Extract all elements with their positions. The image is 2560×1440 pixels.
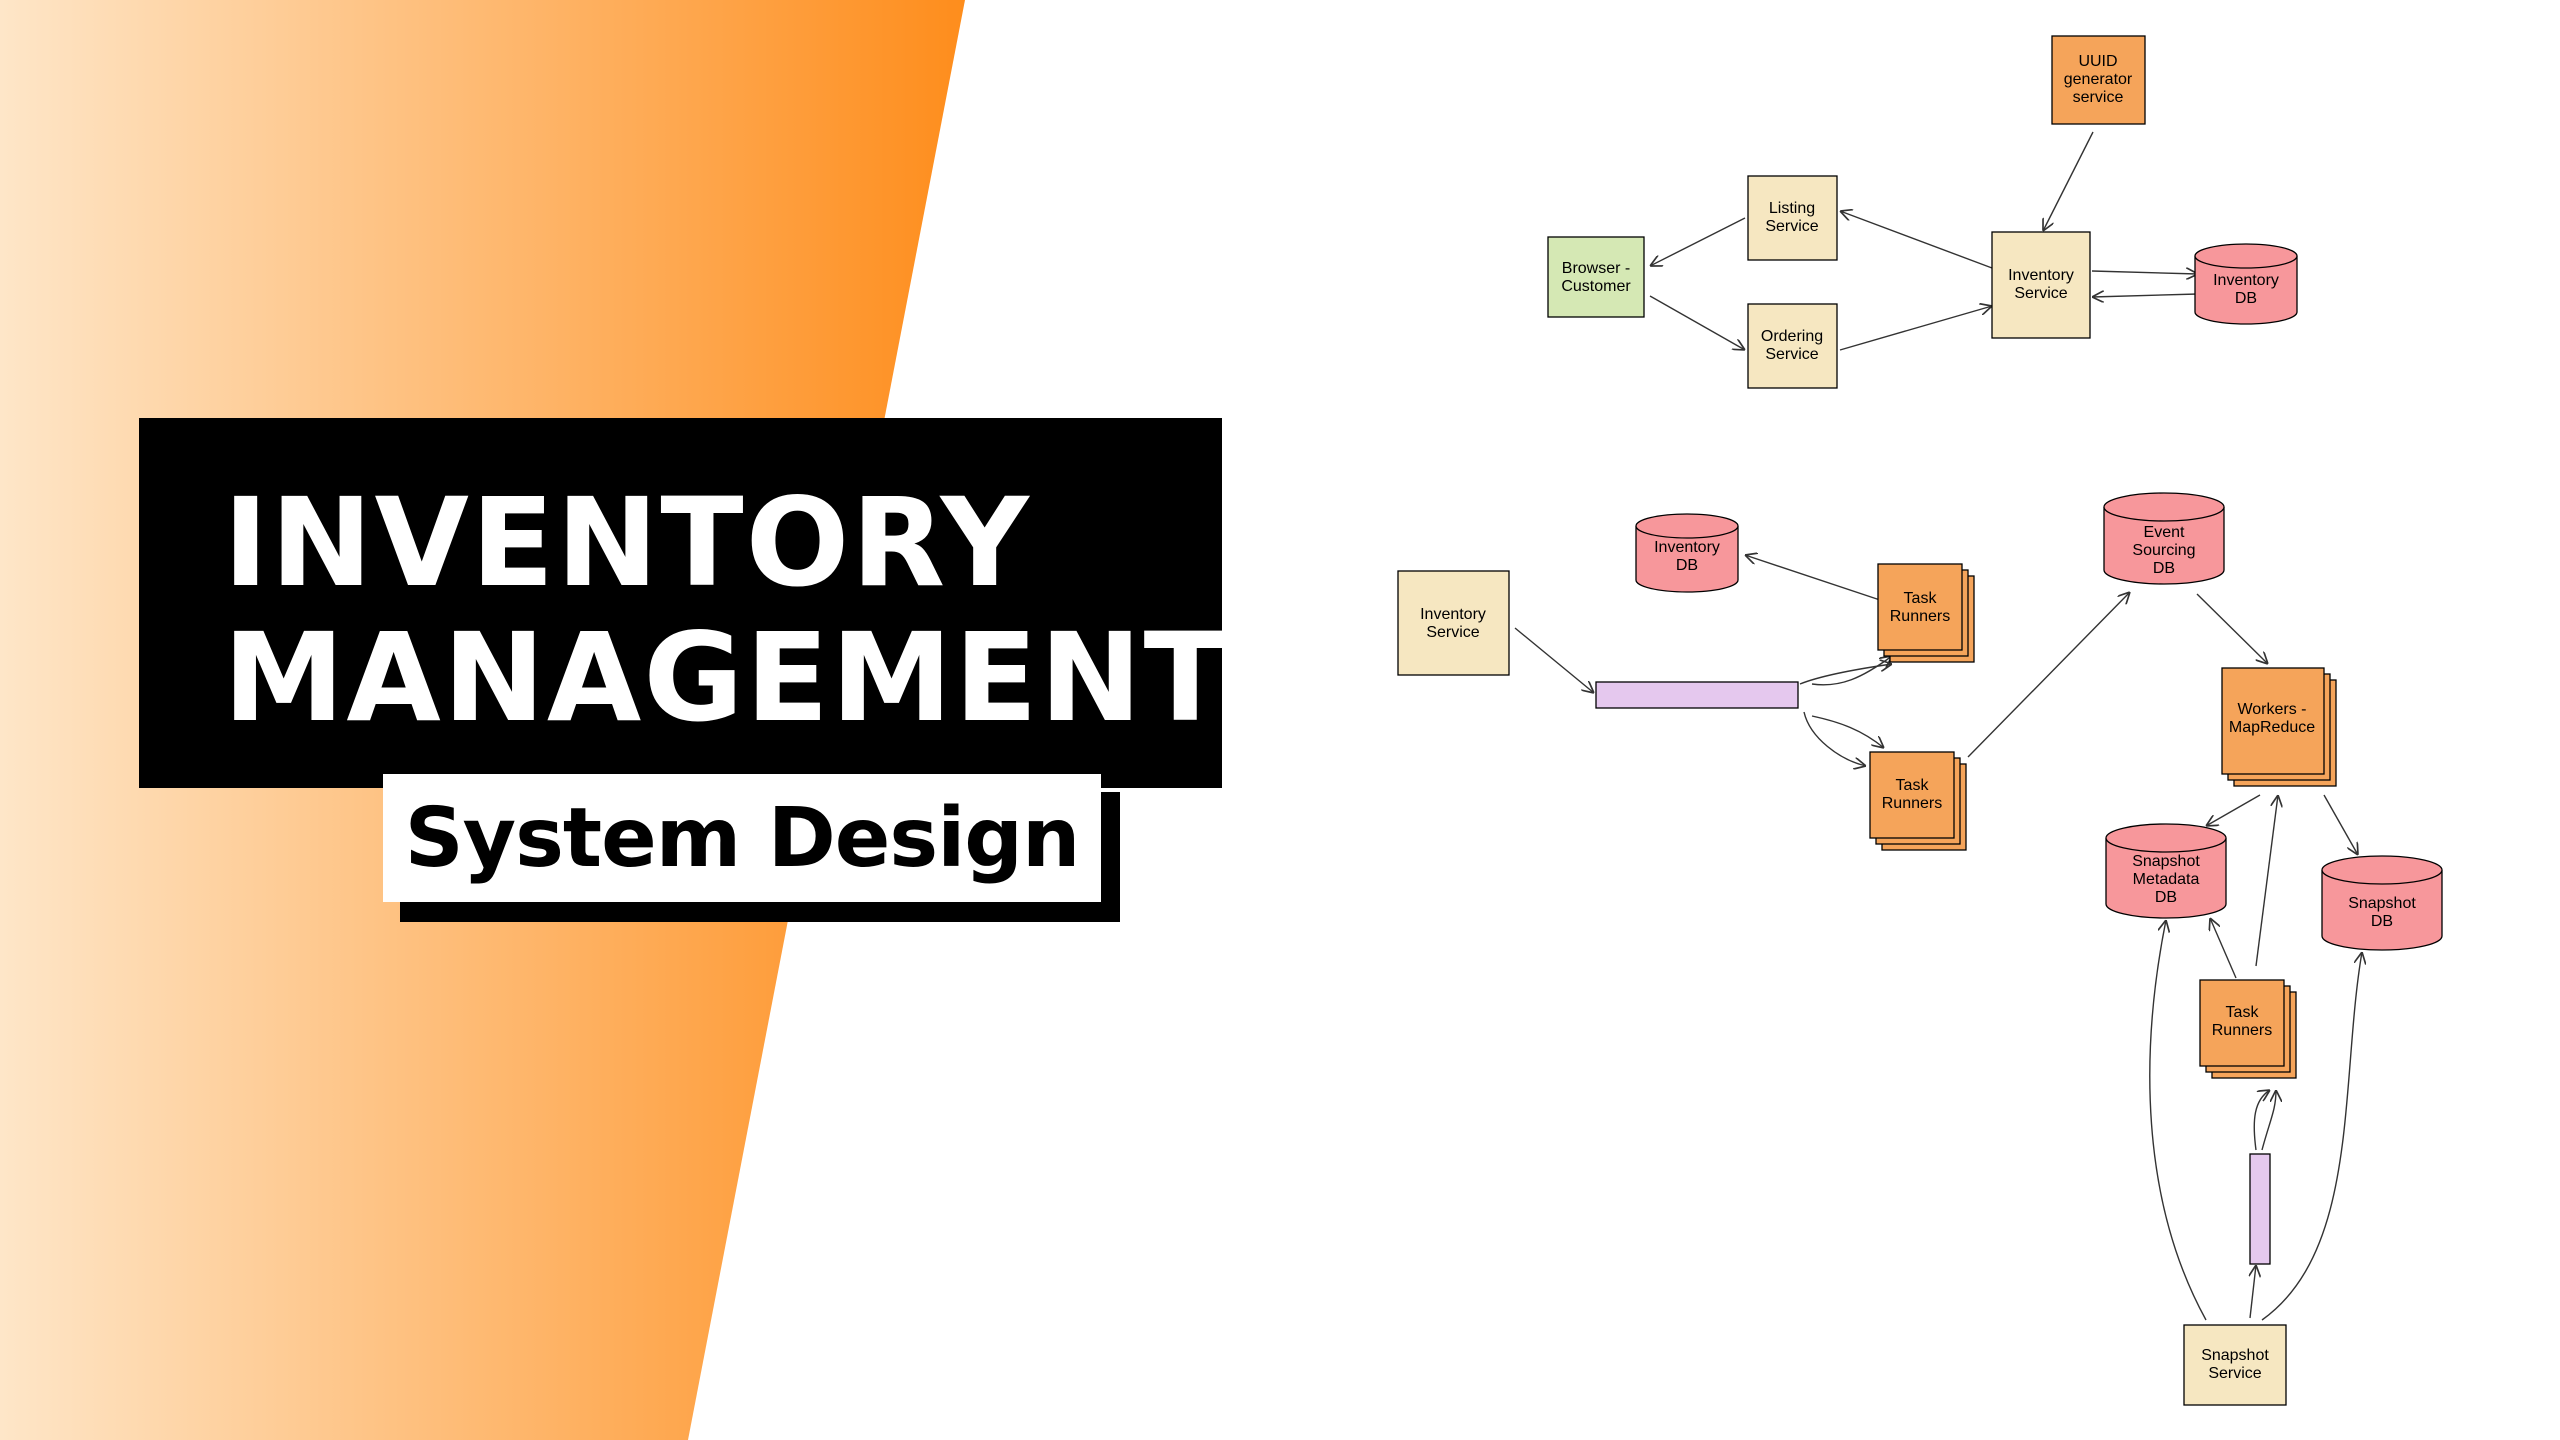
edge-task-runners-right-to-snapshot-metadata	[2210, 918, 2237, 979]
title-banner: INVENTORY MANAGEMENT	[139, 418, 1227, 788]
svg-text:Workers -MapReduce: Workers -MapReduce	[2229, 701, 2315, 736]
title-line-management: MANAGEMENT	[223, 607, 1229, 749]
edge-workers-to-snapshot-db	[2323, 794, 2358, 855]
svg-text:Browser -Customer: Browser -Customer	[1561, 260, 1631, 295]
edge-listing-to-browser	[1650, 217, 1746, 266]
edge-task-runners-to-event-sourcing	[1967, 592, 2130, 758]
edge-inventory-service-to-listing	[1840, 211, 1993, 269]
edge-task-runners-right-to-workers	[2255, 795, 2278, 967]
title-line-inventory: INVENTORY	[223, 472, 1031, 614]
message-queue-left	[1595, 681, 1799, 709]
top-diagram-edges	[1649, 131, 2199, 351]
browser-customer-node: Browser -Customer	[1547, 236, 1645, 318]
workers-mapreduce-node: Workers -MapReduce	[2221, 667, 2337, 787]
edge-queue-to-task-runners-lower	[1811, 715, 1884, 748]
bottom-diagram-edges	[1514, 555, 2362, 1321]
edge-inventory-service-to-inventory-db	[2091, 271, 2198, 274]
edge-snapshot-service-to-queue	[2250, 1265, 2256, 1319]
edge-inventory-service-to-queue	[1514, 627, 1594, 693]
subtitle-system-design: System Design	[383, 774, 1101, 902]
message-queue-right	[2249, 1153, 2271, 1265]
edge-uuid-to-inventory-service	[2043, 131, 2094, 231]
edge-queue-right-to-task-runners	[2253, 1090, 2270, 1151]
edge-queue-to-task-runners-upper-2	[1799, 664, 1892, 685]
edge-queue-right-to-task-runners-2	[2261, 1090, 2276, 1151]
edge-event-sourcing-to-workers	[2196, 593, 2268, 664]
edge-workers-to-snapshot-metadata	[2206, 794, 2261, 826]
edge-ordering-to-inventory-service	[1839, 306, 1992, 351]
edge-inventory-db-to-inventory-service	[2092, 294, 2199, 297]
edge-task-runners-to-inventory-db	[1745, 555, 1881, 601]
edge-snapshot-service-to-snapshot-metadata	[2149, 920, 2207, 1321]
edge-snapshot-service-to-snapshot-db	[2261, 952, 2362, 1321]
edge-browser-to-ordering	[1649, 295, 1745, 350]
edge-queue-to-task-runners-lower-2	[1803, 711, 1866, 766]
